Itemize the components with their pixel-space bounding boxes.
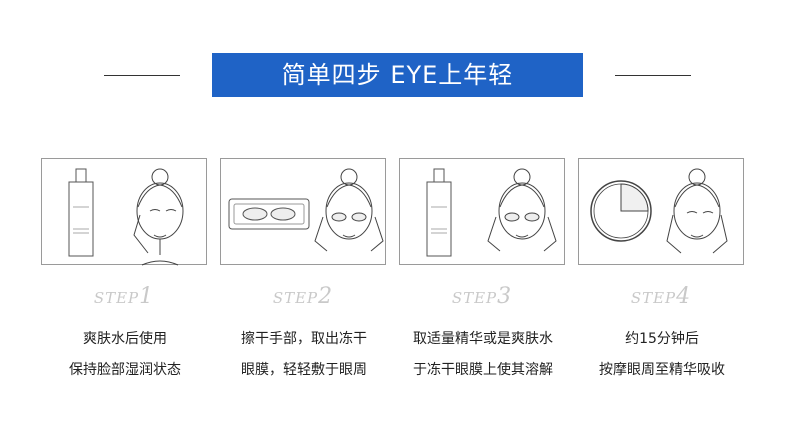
step-3-label: STEP3	[397, 284, 567, 309]
step-4-label-word: STEP	[630, 289, 677, 307]
step-3-description: 取适量精华或是爽肤水 于冻干眼膜上使其溶解	[394, 324, 572, 386]
step-2-label-number: 2	[318, 284, 334, 309]
toner-bottle-icon	[68, 168, 94, 257]
eye-mask-pack-icon	[228, 198, 310, 230]
step-1-line-2: 保持脸部湿润状态	[69, 362, 181, 378]
step-3-line-2: 于冻干眼膜上使其溶解	[413, 362, 553, 378]
step-4-label: STEP4	[576, 284, 746, 309]
step-3-card	[399, 158, 565, 265]
step-2-label: STEP2	[218, 284, 388, 309]
face-massage-icon	[666, 168, 728, 254]
face-eye-patches-icon	[487, 168, 557, 252]
step-4-line-1: 约15分钟后	[625, 331, 699, 347]
step-2-description: 擦干手部，取出冻干 眼膜，轻轻敷于眼周	[215, 324, 393, 386]
header-divider-right	[615, 75, 691, 76]
face-eye-patches-icon	[314, 168, 384, 252]
step-2-card	[220, 158, 386, 265]
step-3-label-word: STEP	[451, 289, 498, 307]
step-4-card	[578, 158, 744, 265]
step-4-description: 约15分钟后 按摩眼周至精华吸收	[573, 324, 751, 386]
face-wiping-icon	[133, 168, 184, 266]
step-2-line-1: 擦干手部，取出冻干	[241, 331, 367, 347]
step-3-label-number: 3	[497, 284, 513, 309]
clock-icon	[590, 180, 652, 242]
step-1-label-number: 1	[139, 284, 155, 309]
step-1-card	[41, 158, 207, 266]
step-2-label-word: STEP	[272, 289, 319, 307]
step-1-line-1: 爽肤水后使用	[83, 331, 167, 347]
step-2-line-2: 眼膜，轻轻敷于眼周	[241, 362, 367, 378]
step-4-label-number: 4	[676, 284, 692, 309]
toner-bottle-icon	[426, 168, 452, 257]
step-4-line-2: 按摩眼周至精华吸收	[599, 362, 725, 378]
header-divider-left	[104, 75, 180, 76]
step-1-label-word: STEP	[93, 289, 140, 307]
step-3-line-1: 取适量精华或是爽肤水	[413, 331, 553, 347]
page-title: 简单四步 EYE上年轻	[212, 53, 583, 97]
step-1-description: 爽肤水后使用 保持脸部湿润状态	[36, 324, 214, 386]
step-1-label: STEP1	[39, 284, 209, 309]
